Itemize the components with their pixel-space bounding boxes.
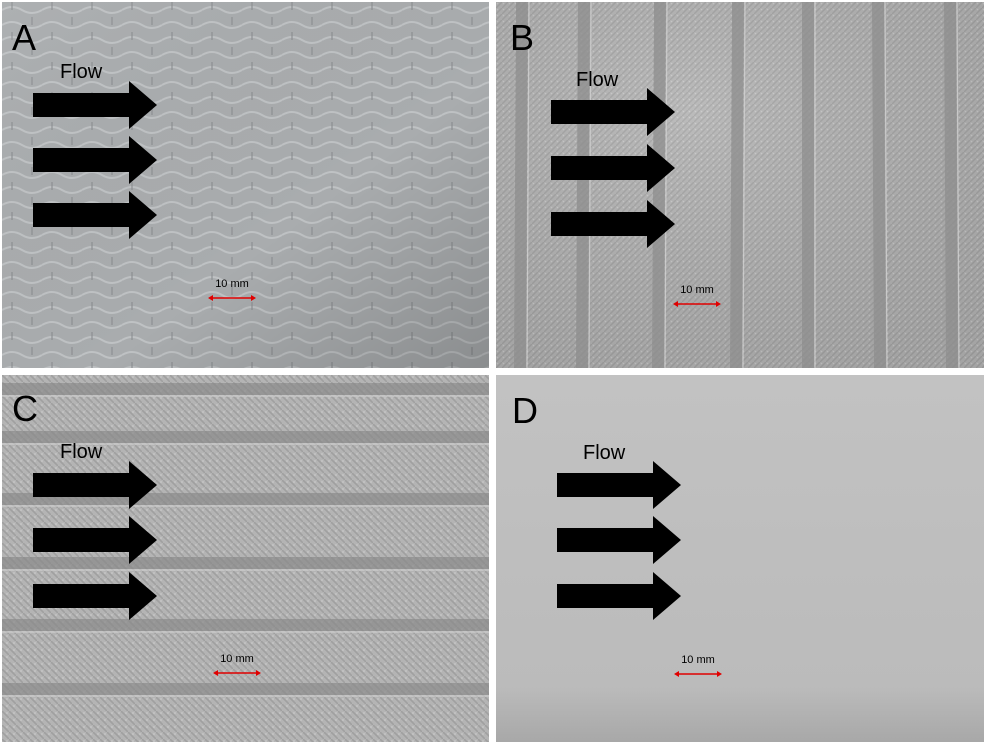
scale-bar: 10 mm [207, 654, 267, 680]
panel-letter: C [12, 388, 38, 429]
scale-label: 10 mm [681, 654, 715, 666]
panel-letter: D [512, 390, 538, 431]
panel-b: B Flow 10 mm [496, 2, 984, 368]
scale-bar: 10 mm [668, 655, 728, 681]
flow-label: Flow [576, 69, 619, 91]
flow-label: Flow [60, 61, 103, 83]
right-arrow-icon [557, 461, 681, 509]
right-arrow-icon [33, 516, 157, 564]
right-arrow-icon [33, 461, 157, 509]
right-arrow-icon [551, 144, 675, 192]
smooth-surface-texture [496, 375, 984, 742]
vertical-ribbed-fabric-texture [496, 2, 984, 368]
double-headed-arrow-icon [213, 670, 261, 676]
panel-a: A Flow 10 mm [2, 2, 489, 368]
right-arrow-icon [551, 200, 675, 248]
double-headed-arrow-icon [673, 301, 721, 307]
right-arrow-icon [33, 136, 157, 184]
right-arrow-icon [551, 88, 675, 136]
double-headed-arrow-icon [208, 295, 256, 301]
hexagonal-fabric-texture [2, 2, 489, 368]
right-arrow-icon [33, 572, 157, 620]
panel-letter: B [510, 17, 535, 58]
panel-d: D Flow 10 mm [496, 375, 984, 742]
right-arrow-icon [33, 191, 157, 239]
horizontal-ribbed-fabric-texture [2, 375, 489, 742]
panel-letter: A [12, 17, 37, 58]
right-arrow-icon [557, 516, 681, 564]
scale-bar: 10 mm [202, 279, 262, 305]
right-arrow-icon [557, 572, 681, 620]
double-headed-arrow-icon [674, 671, 722, 677]
scale-label: 10 mm [220, 653, 254, 665]
right-arrow-icon [33, 81, 157, 129]
flow-label: Flow [60, 441, 103, 463]
scale-label: 10 mm [215, 278, 249, 290]
flow-label: Flow [583, 442, 626, 464]
scale-label: 10 mm [680, 284, 714, 296]
scale-bar: 10 mm [667, 285, 727, 311]
panel-c: C Flow 10 mm [2, 375, 489, 742]
